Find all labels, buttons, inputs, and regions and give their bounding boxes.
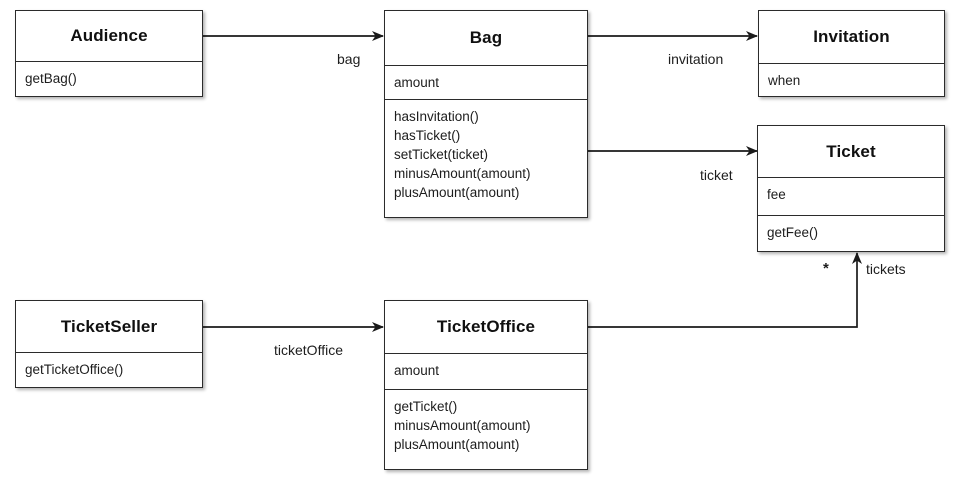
class-title-ticketseller: TicketSeller xyxy=(16,301,202,352)
association-label-bag: bag xyxy=(337,51,361,67)
class-title-ticketoffice: TicketOffice xyxy=(385,301,587,353)
class-box-ticketoffice[interactable]: TicketOffice amount getTicket() minusAmo… xyxy=(384,300,588,470)
operation-item: plusAmount(amount) xyxy=(394,185,520,200)
class-operations-audience: getBag() xyxy=(16,61,202,96)
class-box-ticket[interactable]: Ticket fee getFee() xyxy=(757,125,945,252)
class-attributes-bag: amount xyxy=(385,65,587,99)
class-title-ticket: Ticket xyxy=(758,126,944,177)
operation-item: getFee() xyxy=(767,225,819,240)
class-box-bag[interactable]: Bag amount hasInvitation() hasTicket() s… xyxy=(384,10,588,218)
class-name-ticket: Ticket xyxy=(826,141,876,161)
association-label-ticketoffice: ticketOffice xyxy=(274,342,343,358)
class-operations-bag: hasInvitation() hasTicket() setTicket(ti… xyxy=(385,99,587,219)
association-label-ticket: ticket xyxy=(700,167,733,183)
operation-item: minusAmount(amount) xyxy=(394,166,531,181)
class-title-bag: Bag xyxy=(385,11,587,65)
attribute-item: fee xyxy=(767,187,786,202)
class-name-audience: Audience xyxy=(70,26,148,45)
operation-item: plusAmount(amount) xyxy=(394,437,520,452)
class-title-invitation: Invitation xyxy=(759,11,944,63)
association-label-tickets: tickets xyxy=(866,261,906,277)
operation-item: getBag() xyxy=(25,71,77,86)
class-name-bag: Bag xyxy=(469,28,503,47)
class-box-ticketseller[interactable]: TicketSeller getTicketOffice() xyxy=(15,300,203,388)
operation-item: setTicket(ticket) xyxy=(394,147,489,162)
class-name-ticketoffice: TicketOffice xyxy=(436,317,536,336)
class-operations-ticket: getFee() xyxy=(758,215,944,253)
class-box-invitation[interactable]: Invitation when xyxy=(758,10,945,97)
operation-item: getTicket() xyxy=(394,399,458,414)
operation-item: minusAmount(amount) xyxy=(394,418,531,433)
class-box-audience[interactable]: Audience getBag() xyxy=(15,10,203,97)
operation-item: getTicketOffice() xyxy=(25,362,124,377)
association-line-ticketoffice-ticket xyxy=(588,252,862,328)
association-multiplicity-tickets: * xyxy=(823,260,829,277)
operation-item: hasTicket() xyxy=(394,128,461,143)
class-attributes-ticket: fee xyxy=(758,177,944,215)
operation-item: hasInvitation() xyxy=(394,109,479,124)
attribute-item: when xyxy=(768,73,801,88)
class-name-ticketseller: TicketSeller xyxy=(60,316,158,336)
class-operations-ticketoffice: getTicket() minusAmount(amount) plusAmou… xyxy=(385,389,587,470)
class-operations-ticketseller: getTicketOffice() xyxy=(16,352,202,388)
class-attributes-invitation: when xyxy=(759,63,944,96)
class-title-audience: Audience xyxy=(16,11,202,61)
class-name-invitation: Invitation xyxy=(813,27,890,46)
association-label-invitation: invitation xyxy=(668,51,724,67)
class-attributes-ticketoffice: amount xyxy=(385,353,587,389)
attribute-item: amount xyxy=(394,75,440,90)
attribute-item: amount xyxy=(394,363,440,378)
